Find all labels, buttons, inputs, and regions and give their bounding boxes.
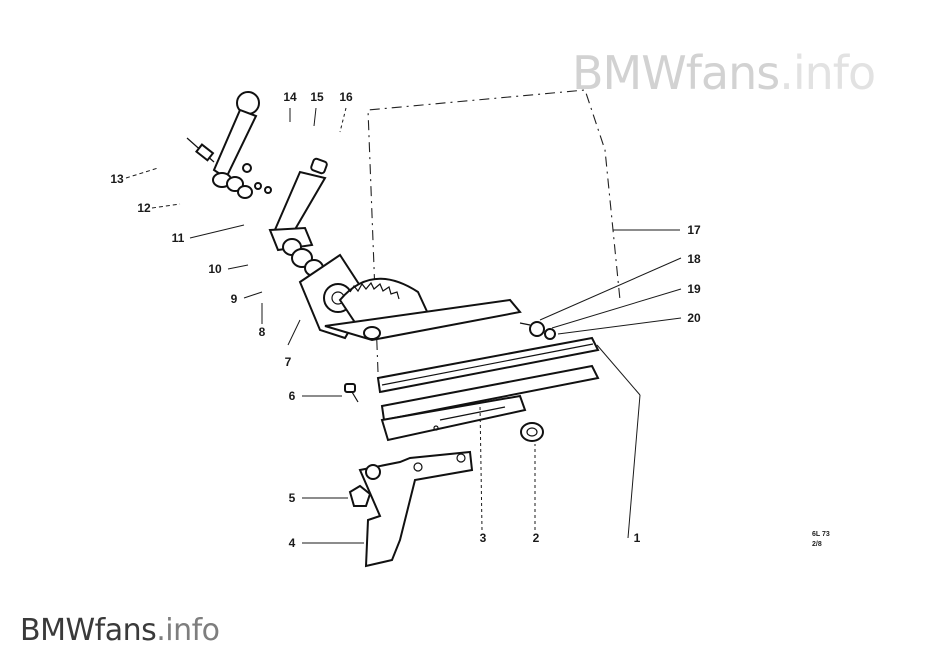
crank-axis-washers xyxy=(212,163,272,199)
watermark-bottom-suffix: .info xyxy=(156,613,220,648)
callout-1: 1 xyxy=(634,531,641,545)
watermark-top-suffix: .info xyxy=(779,46,876,100)
callout-7: 7 xyxy=(285,355,292,369)
watermark-bottom-brand: BMWfans xyxy=(20,613,157,648)
callout-18: 18 xyxy=(687,252,701,266)
callout-17: 17 xyxy=(687,223,701,237)
callout-2: 2 xyxy=(533,531,540,545)
callout-19: 19 xyxy=(687,282,701,296)
callout-8: 8 xyxy=(259,325,266,339)
watermark-top-brand: BMWfans xyxy=(572,46,780,100)
bolt xyxy=(344,383,359,403)
callout-14: 14 xyxy=(283,90,297,104)
lower-guide-rail xyxy=(380,364,600,442)
guide-channel xyxy=(376,336,600,394)
crank-arm-lower xyxy=(268,157,328,252)
shaft-washers xyxy=(282,238,324,277)
roller-fastener xyxy=(519,321,556,340)
lift-arm xyxy=(324,298,522,342)
grommet xyxy=(520,422,544,442)
nut xyxy=(348,484,372,507)
diagram-code-line-1: 6L 73 xyxy=(812,531,830,538)
callout-11: 11 xyxy=(172,231,185,245)
leader-lines xyxy=(125,107,682,544)
callout-5: 5 xyxy=(289,491,296,505)
callout-4: 4 xyxy=(289,536,296,550)
callout-13: 13 xyxy=(110,172,124,186)
callout-3: 3 xyxy=(480,531,487,545)
callout-15: 15 xyxy=(310,90,324,104)
callout-numbers: 1 2 3 4 5 6 7 8 9 10 11 12 13 14 15 16 1… xyxy=(110,90,701,550)
callout-12: 12 xyxy=(137,201,151,215)
callout-9: 9 xyxy=(231,292,238,306)
callout-16: 16 xyxy=(339,90,353,104)
watermark-top: BMWfans.info xyxy=(572,46,876,100)
diagram-code: 6L 73 2/8 xyxy=(812,531,830,548)
watermark-bottom: BMWfans.info xyxy=(20,613,220,648)
callout-6: 6 xyxy=(289,389,296,403)
diagram-code-line-2: 2/8 xyxy=(812,541,822,548)
mounting-bracket xyxy=(358,450,474,568)
callout-10: 10 xyxy=(208,262,222,276)
callout-20: 20 xyxy=(687,311,701,325)
